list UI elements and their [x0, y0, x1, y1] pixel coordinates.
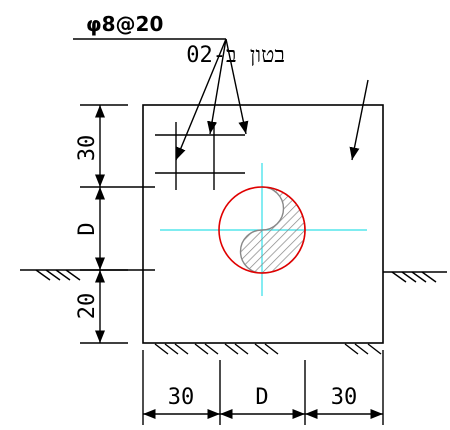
ground-line-right [383, 271, 447, 283]
concrete-block-outline [142, 104, 384, 344]
ground-hatch-bottom [154, 343, 382, 355]
dim-bottom-right-label: 30 [331, 385, 358, 410]
rebar-grid [155, 122, 245, 190]
vertical-dimensions [80, 104, 155, 344]
dim-mid-label: D [75, 222, 100, 235]
dim-top-label: 30 [75, 135, 100, 162]
pile-circle [218, 186, 306, 274]
material-label: בטון ב-20 [186, 43, 285, 68]
material-leader [349, 79, 369, 161]
rebar-spec-label: φ8@20 [86, 12, 163, 36]
rebar-leader [73, 38, 249, 161]
dim-bottom-center-label: D [255, 385, 268, 410]
ground-line-left [20, 269, 155, 281]
dim-bottom-label: 20 [75, 293, 100, 320]
dim-bottom-left-label: 30 [168, 385, 195, 410]
horizontal-dimensions [142, 350, 384, 425]
